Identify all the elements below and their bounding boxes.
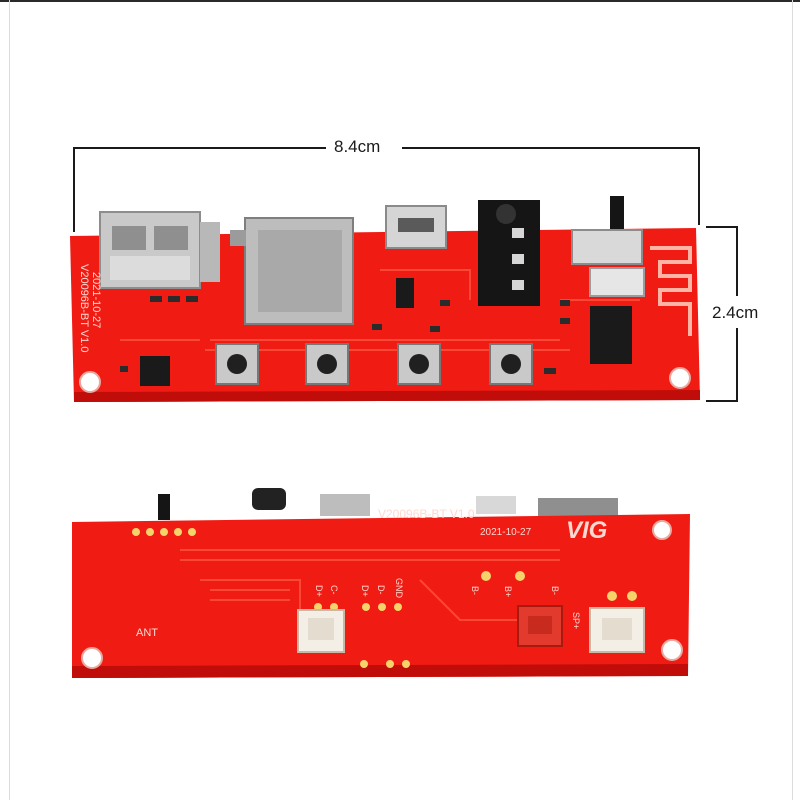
mounting-hole [652, 520, 672, 540]
mounting-hole [669, 367, 691, 389]
bottom-date-silk: 2021-10-27 [480, 527, 532, 538]
width-dimension-line [73, 147, 700, 232]
pad-label-b-minus: B- [470, 586, 480, 595]
amplifier-chip [140, 356, 170, 386]
pad-label-d-plus-left: D+ [314, 585, 324, 597]
bottom-model-silk: V20096B-BT V1.0 [378, 507, 475, 521]
tactile-button-3 [397, 343, 441, 385]
width-dimension-label: 8.4cm [334, 137, 381, 156]
mounting-hole [661, 639, 683, 661]
frame-left-line [9, 0, 10, 800]
battery-connector [517, 605, 563, 647]
usb-a-port [99, 211, 220, 289]
pad-label-ant: ANT [136, 627, 158, 639]
pad-label-d-plus-mid: D+ [360, 585, 370, 597]
pad-label-sp-plus: SP+ [571, 612, 581, 629]
solder-pads [132, 528, 637, 668]
pad-label-gnd: GND [394, 578, 404, 599]
top-pcb-board: V20096B-BT V1.0 2021-10-27 [70, 196, 700, 402]
bottom-pcb-board: VIG V20096B-BT V1.0 2021-10-27 D+ C- D+ … [72, 488, 690, 678]
height-dimension-label: 2.4cm [712, 303, 759, 322]
mounting-hole [79, 371, 101, 393]
regulator-chip [396, 278, 414, 308]
mounting-hole [81, 647, 103, 669]
frame-top-line [0, 0, 800, 2]
top-date-silk: 2021-10-27 [90, 272, 102, 328]
tactile-button-2 [305, 343, 349, 385]
slide-switch [571, 196, 645, 297]
top-model-silk: V20096B-BT V1.0 [78, 264, 90, 352]
sd-card-slot [230, 217, 354, 325]
audio-jack [478, 200, 540, 306]
frame-right-line [792, 0, 793, 800]
micro-usb-port [385, 205, 447, 249]
tactile-button-1 [215, 343, 259, 385]
speaker-connector-right [589, 607, 645, 653]
smd-components [120, 296, 570, 374]
bluetooth-chip [590, 306, 632, 364]
tactile-button-4 [489, 343, 533, 385]
pad-label-b-minus-2: B- [550, 586, 560, 595]
speaker-connector-left [297, 609, 345, 653]
pad-label-c-minus: C- [329, 585, 339, 595]
pad-label-b-plus: B+ [503, 586, 513, 597]
antenna-trace [650, 246, 692, 336]
pad-label-d-minus: D- [376, 585, 386, 595]
vig-logo: VIG [566, 517, 607, 544]
height-dimension-line [706, 226, 738, 402]
